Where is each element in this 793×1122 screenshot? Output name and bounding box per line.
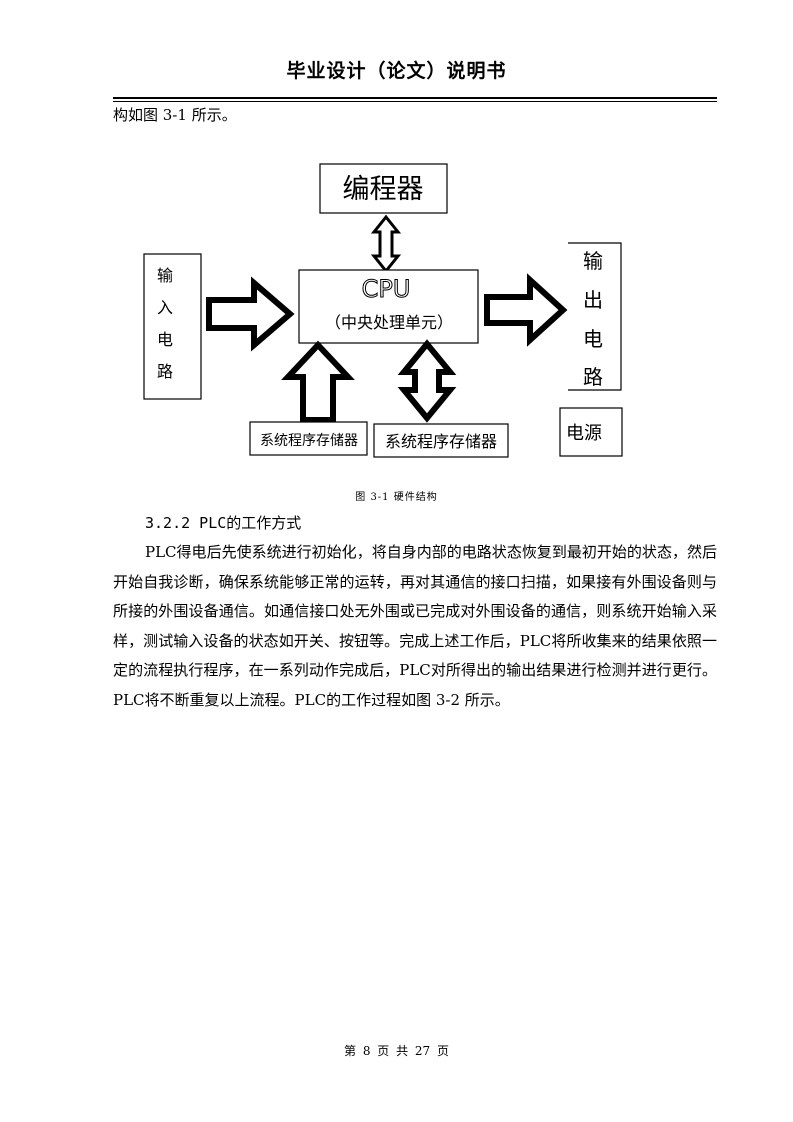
power-box xyxy=(559,407,623,457)
system-memory-box-1 xyxy=(249,421,368,456)
output-circuit-char: 出 xyxy=(583,288,603,312)
cpu-memory-double-arrow xyxy=(397,339,457,423)
hardware-structure-diagram: 编程器 CPU （中央处理单元） 输 入 电 路 输 出 电 路 电源 系统程序… xyxy=(143,163,623,458)
system-memory-box-2 xyxy=(373,423,509,458)
output-circuit-box xyxy=(568,242,622,391)
input-circuit-char: 入 xyxy=(157,298,173,317)
output-circuit-char: 路 xyxy=(583,365,603,389)
cpu-to-output-arrow xyxy=(484,273,568,347)
input-to-cpu-arrow xyxy=(206,276,295,352)
programmer-cpu-arrow xyxy=(370,214,402,274)
input-circuit-box xyxy=(143,253,202,400)
header-rule-thick xyxy=(113,97,717,99)
input-circuit-label: 输 入 电 路 xyxy=(157,266,173,381)
input-circuit-char: 电 xyxy=(157,330,173,349)
output-circuit-char: 电 xyxy=(583,327,603,351)
figure-caption: 图 3-1 硬件结构 xyxy=(355,492,438,503)
cpu-box xyxy=(298,269,479,344)
continuation-text: 构如图 3-1 所示。 xyxy=(113,106,237,124)
input-circuit-char: 路 xyxy=(157,362,173,381)
system-memory-label-1: 系统程序存储器 xyxy=(260,433,358,449)
page-footer: 第 8 页 共 27 页 xyxy=(344,1044,449,1058)
output-circuit-label: 输 出 电 路 xyxy=(583,249,603,389)
cpu-sublabel: （中央处理单元） xyxy=(325,313,453,332)
system-memory-label-2: 系统程序存储器 xyxy=(385,432,497,451)
page-header-title: 毕业设计（论文）说明书 xyxy=(286,60,507,82)
output-circuit-char: 输 xyxy=(583,249,603,273)
header-rule-thin xyxy=(113,101,717,102)
programmer-box xyxy=(319,163,448,214)
power-label: 电源 xyxy=(566,423,602,444)
section-heading: 3.2.2 PLC的工作方式 xyxy=(145,514,302,532)
cpu-label: CPU xyxy=(362,275,411,303)
input-circuit-char: 输 xyxy=(157,266,173,285)
memory-to-cpu-arrow xyxy=(281,340,355,423)
body-paragraph: PLC得电后先使系统进行初始化，将自身内部的电路状态恢复到最初开始的状态，然后开… xyxy=(113,543,717,709)
programmer-label: 编程器 xyxy=(343,174,424,205)
